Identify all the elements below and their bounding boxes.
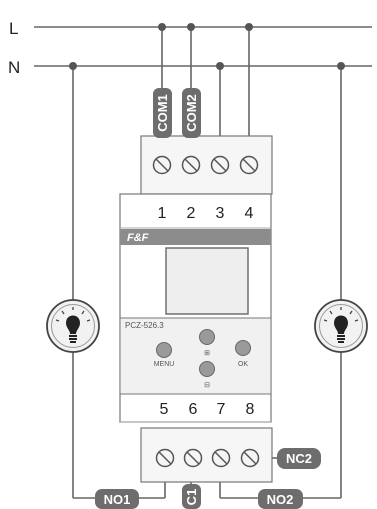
terminal-number-8: 8 [246,401,255,418]
screw-terminal-icon [211,448,231,468]
screw-terminal-icon [181,155,201,175]
top-screws [152,155,259,175]
terminal-number-2: 2 [187,205,196,222]
menu-button-label: MENU [154,361,175,368]
com1-label: COM1 [155,94,170,132]
ok-button-label: OK [238,361,248,368]
brand-logo: F&F [127,232,149,244]
screw-terminal-icon [239,155,259,175]
menu-button[interactable] [156,342,172,358]
terminal-number-1: 1 [158,205,167,222]
screw-terminal-icon [152,155,172,175]
control-panel [119,317,272,395]
terminal-number-3: 3 [216,205,225,222]
nc2-tag: NC2 [277,448,321,469]
no1-label: NO1 [104,492,131,507]
l-rail-label: L [9,19,18,38]
light-bulb-icon [314,299,368,353]
com2-label: COM2 [184,94,199,132]
com2-tag: COM2 [182,88,201,138]
minus-icon: ⊟ [204,382,210,389]
screw-terminal-icon [183,448,203,468]
screw-terminal-icon [155,448,175,468]
terminal-number-5: 5 [160,401,169,418]
no1-tag: NO1 [95,489,139,509]
terminal-number-4: 4 [245,205,254,222]
plus-icon: ⊞ [204,350,210,357]
terminal-number-7: 7 [217,401,226,418]
model-label: PCZ-526.3 [125,321,164,330]
junction-dots [69,23,345,70]
screw-terminal-icon [210,155,230,175]
lcd-display [165,247,249,315]
com1-tag: COM1 [153,88,172,138]
minus-button[interactable] [199,361,215,377]
timer-device: F&F PCZ-526.3 MENU ⊞ ⊟ OK [119,135,273,483]
no2-label: NO2 [267,492,294,507]
nc2-label: NC2 [286,451,312,466]
terminal-number-6: 6 [189,401,198,418]
ok-button[interactable] [235,340,251,356]
n-rail-label: N [8,58,20,77]
bottom-screws [155,448,260,468]
c1-label: C1 [184,489,199,506]
logo-bar [120,229,271,245]
screw-terminal-icon [240,448,260,468]
light-bulb-icon [46,299,100,353]
c1-tag: C1 [182,484,201,509]
plus-button[interactable] [199,329,215,345]
no2-tag: NO2 [258,489,303,509]
